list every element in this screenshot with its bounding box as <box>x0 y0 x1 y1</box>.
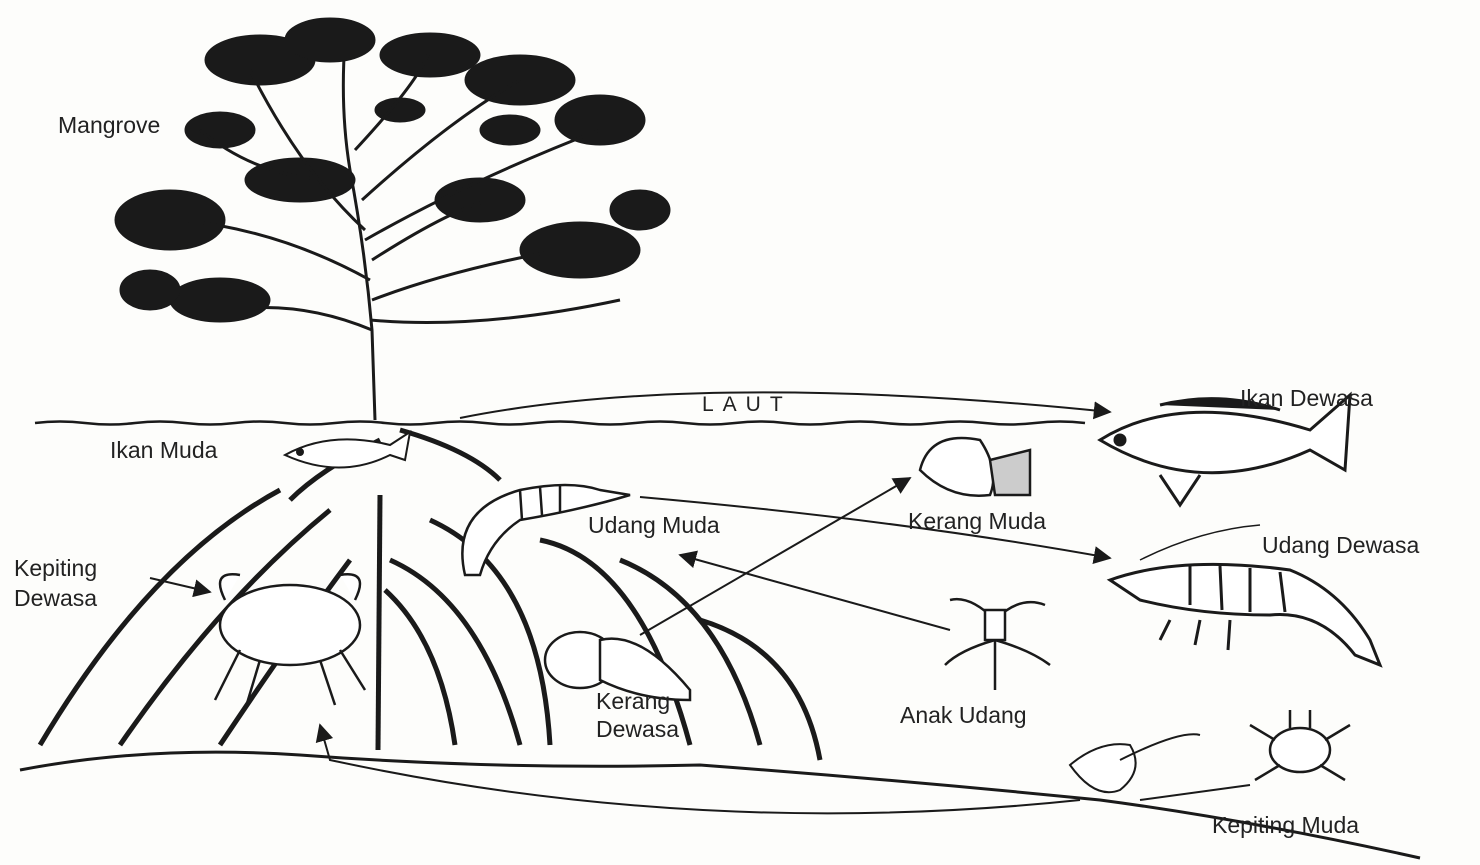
arrow-young-crab-to-zoea <box>1140 785 1250 800</box>
tree-canopy-foliage <box>115 18 670 322</box>
shrimp-larva-drawing <box>945 599 1050 690</box>
label-kepiting-muda: Kepiting Muda <box>1212 812 1359 838</box>
mud-ground-line <box>20 752 1420 858</box>
mangrove-roots <box>40 430 820 760</box>
water-surface-line <box>35 422 1085 425</box>
label-kepiting-dewasa-line2: Dewasa <box>14 585 97 611</box>
young-clam-drawing <box>920 438 1030 496</box>
label-laut: LAUT <box>702 392 792 418</box>
mangrove-tree <box>115 18 670 420</box>
label-ikan-dewasa: Ikan Dewasa <box>1240 385 1373 411</box>
adult-fish-drawing <box>1100 395 1350 505</box>
arrow-larva-to-young-shrimp <box>680 555 950 630</box>
label-anak-udang: Anak Udang <box>900 702 1027 728</box>
label-kerang-muda: Kerang Muda <box>908 508 1046 534</box>
label-kepiting-dewasa-line1: Kepiting <box>14 555 97 581</box>
young-crab-drawing <box>1250 710 1350 780</box>
label-udang-dewasa: Udang Dewasa <box>1262 532 1419 558</box>
young-fish-drawing <box>285 432 410 468</box>
label-kerang-dewasa-line1: Kerang <box>596 688 670 714</box>
crab-zoea-drawing <box>1070 734 1200 792</box>
label-ikan-muda: Ikan Muda <box>110 437 217 463</box>
label-udang-muda: Udang Muda <box>588 512 720 538</box>
label-mangrove: Mangrove <box>58 112 160 138</box>
arrow-zoea-to-crab <box>320 725 1080 813</box>
label-kerang-dewasa-line2: Dewasa <box>596 716 679 742</box>
